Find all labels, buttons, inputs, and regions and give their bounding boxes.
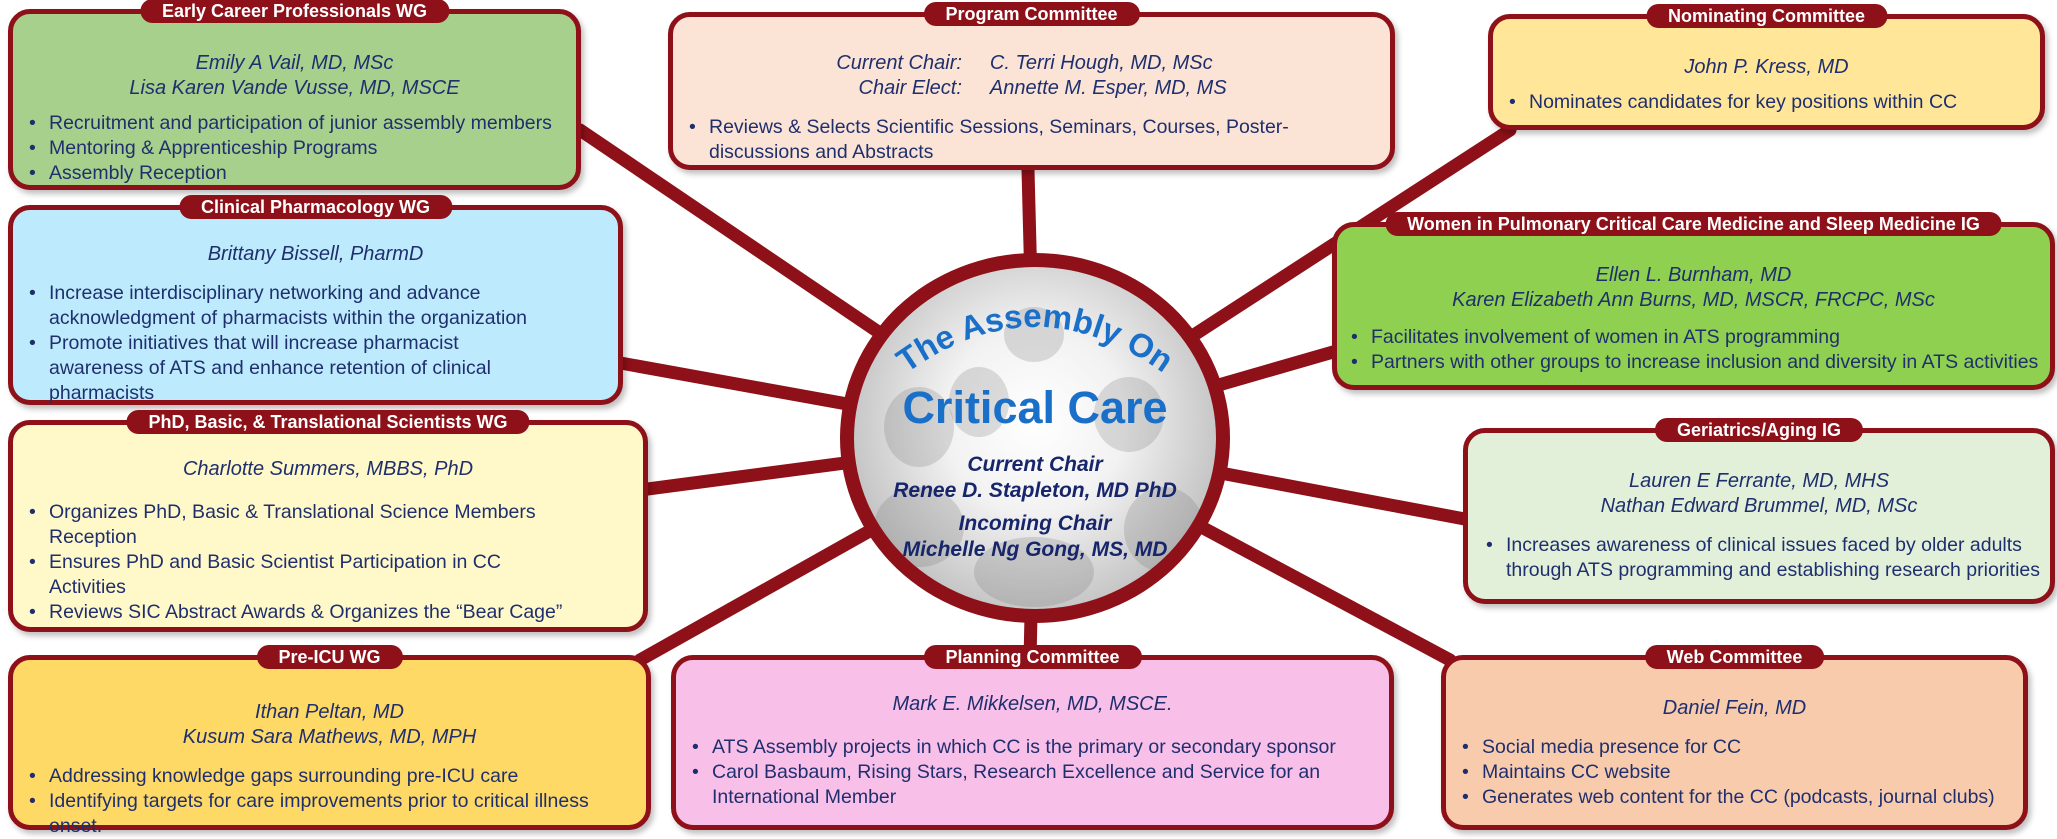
list-item: Facilitates involvement of women in ATS … — [1351, 325, 2050, 350]
pre-icu-list: Addressing knowledge gaps surrounding pr… — [13, 764, 646, 839]
women-name-1: Ellen L. Burnham, MD — [1595, 264, 1792, 286]
phd-scientists-title: PhD, Basic, & Translational Scientists W… — [126, 410, 530, 434]
list-item: Organizes PhD, Basic & Translational Sci… — [29, 500, 563, 550]
current-chair-label: Current Chair — [967, 453, 1103, 476]
list-item: Ensures PhD and Basic Scientist Particip… — [29, 550, 563, 600]
clin-pharm-list: Increase interdisciplinary networking an… — [13, 281, 618, 406]
program-current-chair-name: C. Terri Hough, MD, MSc — [989, 52, 1213, 74]
crowd-shade — [1124, 487, 1204, 572]
planning-committee-title: Planning Committee — [923, 645, 1142, 669]
nominating-committee-title: Nominating Committee — [1645, 4, 1888, 28]
arc-title-text: The Assembly On — [890, 297, 1181, 379]
crowd-shade — [949, 367, 1009, 437]
planning-list: ATS Assembly projects in which CC is the… — [676, 735, 1389, 810]
pre-icu-name-2: Kusum Sara Mathews, MD, MPH — [182, 726, 477, 748]
clinical-pharmacology-box: Clinical Pharmacology WG Brittany Bissel… — [8, 195, 623, 406]
list-item: Recruitment and participation of junior … — [29, 111, 576, 136]
web-name-1: Daniel Fein, MD — [1662, 697, 1807, 719]
planning-name-1: Mark E. Mikkelsen, MD, MSCE. — [892, 693, 1173, 715]
program-chair-elect-label: Chair Elect: — [858, 77, 962, 99]
early-career-list: Recruitment and participation of junior … — [13, 111, 576, 186]
program-list: Reviews & Selects Scientific Sessions, S… — [673, 115, 1390, 165]
pre-icu-name-1: Ithan Peltan, MD — [255, 701, 404, 723]
early-career-title: Early Career Professionals WG — [139, 0, 450, 23]
program-chair-elect-name: Annette M. Esper, MD, MS — [989, 77, 1227, 99]
geriatrics-ig-box: Geriatrics/Aging IG Lauren E Ferrante, M… — [1463, 418, 2055, 604]
crowd-shade — [1004, 307, 1064, 362]
crowd-shade — [974, 537, 1094, 607]
pre-icu-box: Pre-ICU WG Ithan Peltan, MD Kusum Sara M… — [8, 645, 651, 837]
center-title: Critical Care — [902, 382, 1168, 433]
list-item: Assembly Reception — [29, 161, 576, 186]
program-chairs: Current Chair: C. Terri Hough, MD, MSc C… — [673, 51, 1390, 101]
web-list: Social media presence for CC Maintains C… — [1446, 735, 2023, 810]
program-current-chair-label: Current Chair: — [836, 52, 962, 74]
pre-icu-title: Pre-ICU WG — [256, 645, 403, 669]
nominating-list: Nominates candidates for key positions w… — [1493, 90, 2040, 115]
incoming-chair-name: Michelle Ng Gong, MS, MD — [902, 538, 1168, 561]
geriatrics-name-1: Lauren E Ferrante, MD, MHS — [1628, 470, 1890, 492]
list-item: Reviews & Selects Scientific Sessions, S… — [689, 115, 1320, 165]
women-ig-title: Women in Pulmonary Critical Care Medicin… — [1385, 212, 2002, 236]
nominating-committee-box: Nominating Committee John P. Kress, MD N… — [1488, 4, 2045, 130]
list-item: Reviews SIC Abstract Awards & Organizes … — [29, 600, 563, 625]
svg-text:The Assembly On: The Assembly On — [890, 297, 1181, 379]
clinical-pharmacology-title: Clinical Pharmacology WG — [178, 195, 453, 219]
women-ig-box: Women in Pulmonary Critical Care Medicin… — [1332, 212, 2055, 390]
crowd-shade — [874, 487, 964, 567]
planning-committee-box: Planning Committee Mark E. Mikkelsen, MD… — [671, 645, 1394, 830]
women-name-2: Karen Elizabeth Ann Burns, MD, MSCR, FRC… — [1452, 289, 1935, 311]
early-career-name-1: Emily A Vail, MD, MSc — [195, 52, 394, 74]
list-item: Carol Basbaum, Rising Stars, Research Ex… — [692, 760, 1373, 810]
geriatrics-name-2: Nathan Edward Brummel, MD, MSc — [1600, 495, 1918, 517]
program-committee-title: Program Committee — [923, 2, 1140, 26]
list-item: Social media presence for CC — [1462, 735, 2023, 760]
list-item: Addressing knowledge gaps surrounding pr… — [29, 764, 646, 789]
clin-pharm-name-1: Brittany Bissell, PharmD — [207, 243, 424, 265]
list-item: Increase interdisciplinary networking an… — [29, 281, 558, 331]
list-item: ATS Assembly projects in which CC is the… — [692, 735, 1373, 760]
list-item: Promote initiatives that will increase p… — [29, 331, 558, 406]
crowd-shade — [1094, 377, 1164, 452]
list-item: Mentoring & Apprenticeship Programs — [29, 136, 576, 161]
phd-list: Organizes PhD, Basic & Translational Sci… — [13, 500, 643, 625]
phd-name-1: Charlotte Summers, MBBS, PhD — [182, 458, 474, 480]
list-item: Nominates candidates for key positions w… — [1509, 90, 2040, 115]
current-chair-name: Renee D. Stapleton, MD PhD — [893, 479, 1177, 502]
program-committee-box: Program Committee Current Chair: C. Terr… — [668, 2, 1395, 170]
early-career-box: Early Career Professionals WG Emily A Va… — [8, 0, 581, 190]
list-item: Increases awareness of clinical issues f… — [1486, 533, 2046, 583]
web-committee-title: Web Committee — [1644, 645, 1825, 669]
center-circle: The Assembly On Critical Care Current Ch… — [840, 253, 1230, 623]
geriatrics-ig-title: Geriatrics/Aging IG — [1654, 418, 1864, 442]
incoming-chair-label: Incoming Chair — [958, 512, 1112, 535]
geriatrics-list: Increases awareness of clinical issues f… — [1468, 533, 2050, 583]
web-committee-box: Web Committee Daniel Fein, MD Social med… — [1441, 645, 2028, 830]
center-arc-title: The Assembly On — [890, 297, 1181, 379]
list-item: Partners with other groups to increase i… — [1351, 350, 2050, 375]
nominating-name-1: John P. Kress, MD — [1684, 56, 1849, 78]
phd-scientists-box: PhD, Basic, & Translational Scientists W… — [8, 410, 648, 632]
early-career-name-2: Lisa Karen Vande Vusse, MD, MSCE — [129, 77, 460, 99]
list-item: Generates web content for the CC (podcas… — [1462, 785, 2023, 810]
crowd-shade — [884, 387, 954, 467]
women-list: Facilitates involvement of women in ATS … — [1337, 325, 2050, 375]
list-item: Maintains CC website — [1462, 760, 2023, 785]
